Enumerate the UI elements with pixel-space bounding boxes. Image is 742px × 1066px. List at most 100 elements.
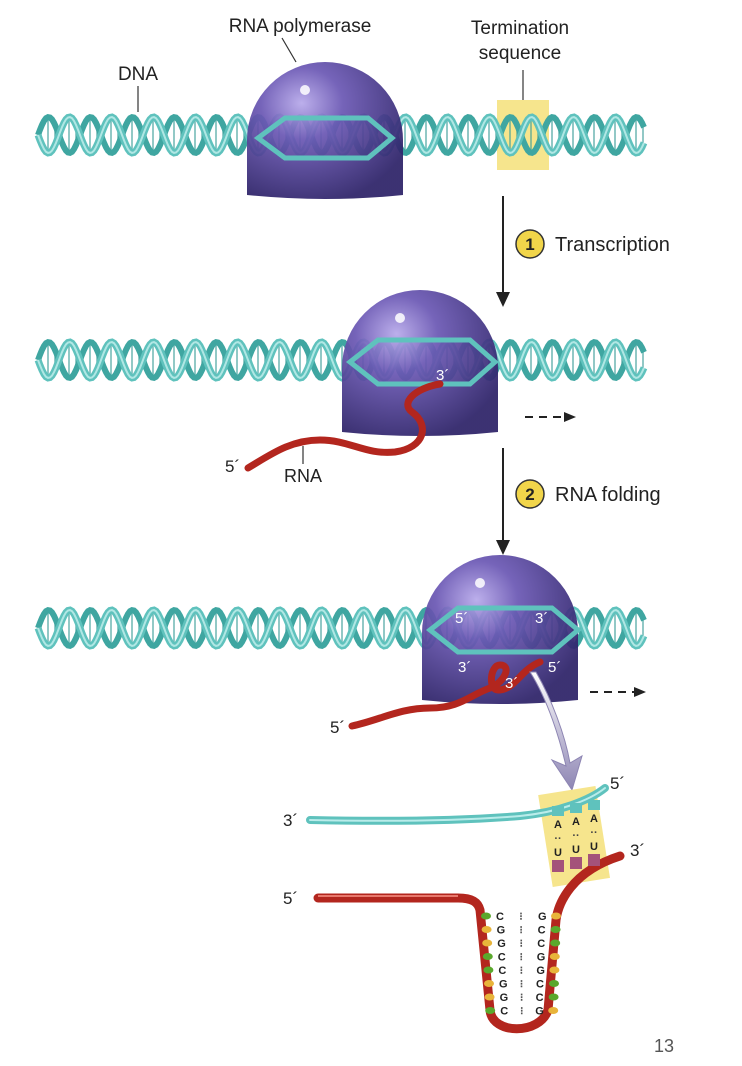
dna-label: DNA [118, 64, 158, 85]
rna-transcript-2 [244, 380, 444, 472]
page-number: 13 [654, 1036, 674, 1056]
bubble-3prime-bottom: 3´ [458, 659, 471, 676]
stem-left-base: C [498, 952, 506, 964]
bubble-3prime-top: 3´ [535, 610, 548, 627]
stem-left-base: C [498, 965, 506, 977]
rna-polymerase-3 [422, 555, 578, 704]
stem-right-nucleotide [549, 953, 560, 960]
termination-label-line1: Termination [471, 18, 569, 39]
polymerase-highlight [395, 313, 405, 323]
movement-arrow-2 [525, 412, 576, 422]
polymerase-dome [342, 290, 498, 436]
rna-polymerase-1 [247, 62, 403, 199]
stem-right-nucleotide [550, 939, 561, 947]
panel-initial: RNA polymerase DNA Termination sequence [34, 16, 648, 199]
stem-right-base: G [538, 911, 547, 923]
stem-left-nucleotide [481, 912, 491, 920]
step-2: 2 RNA folding [496, 448, 661, 555]
terminator-bottom-nucleotide [552, 860, 564, 872]
termination-label-line2: sequence [479, 43, 561, 64]
rna-polymerase-label: RNA polymerase [229, 16, 372, 37]
dna-helix-2 [34, 338, 648, 382]
polymerase-dome [422, 555, 578, 704]
step-2-number: 2 [525, 485, 534, 504]
polymerase-highlight [475, 578, 485, 588]
svg-text:⁝: ⁝ [520, 965, 524, 977]
movement-arrow-3 [590, 687, 646, 697]
stem-left-base: G [497, 938, 506, 950]
polymerase-dome [247, 62, 403, 199]
terminator-base-pairs: A··UA··UA··U [552, 800, 600, 872]
stem-right-base: C [536, 979, 544, 991]
stem-left-nucleotide [484, 980, 494, 987]
hairpin-5prime-label: 5´ [283, 889, 298, 908]
step-2-arrowhead [496, 540, 510, 555]
rna-5prime-2: 5´ [225, 457, 240, 476]
stem-left-nucleotide [485, 1007, 496, 1014]
svg-text:··: ·· [590, 827, 597, 839]
stem-right-nucleotide [549, 966, 560, 974]
svg-text:⁝: ⁝ [520, 952, 524, 964]
stem-right-nucleotide [548, 1007, 559, 1014]
step-2-badge [515, 479, 545, 509]
terminator-bottom-nucleotide [570, 857, 582, 869]
svg-text:⁝: ⁝ [520, 992, 524, 1004]
svg-text:⁝: ⁝ [519, 938, 523, 950]
stem-left-nucleotide [484, 993, 495, 1001]
rna-label: RNA [284, 466, 322, 486]
transcription-bubble-3 [425, 605, 582, 655]
svg-text:··: ·· [554, 833, 561, 845]
terminator-top-nucleotide [588, 800, 600, 810]
stem-right-nucleotide [548, 993, 559, 1001]
svg-text:⁝: ⁝ [520, 1006, 524, 1018]
rna-polymerase-2 [342, 290, 498, 436]
stem-right-base: G [535, 1006, 544, 1018]
terminator-bottom-base: U [590, 841, 598, 853]
stem-right-base: C [537, 938, 545, 950]
hairpin-detail: A··UA··UA··U C⁝GG⁝CG⁝CC⁝GC⁝GG⁝CG⁝CC⁝G 3´… [283, 774, 645, 1034]
terminator-top-base: A [572, 816, 580, 828]
rna-transcript-3 [348, 658, 544, 730]
stem-right-nucleotide [549, 980, 559, 987]
stem-left-base: C [500, 1006, 508, 1018]
bubble-5prime-top: 5´ [455, 610, 468, 627]
stem-left-base: C [496, 911, 504, 923]
step-1-number: 1 [525, 235, 534, 254]
stem-left-nucleotide [482, 953, 493, 960]
stem-right-nucleotide [550, 926, 561, 933]
stem-right-base: G [536, 965, 545, 977]
terminator-top-nucleotide [570, 803, 582, 813]
stem-right-base: G [537, 952, 546, 964]
transcription-bubble-2 [345, 337, 499, 387]
terminator-bottom-base: U [554, 847, 562, 859]
terminator-top-nucleotide [552, 806, 564, 816]
rna-3prime-2: 3´ [436, 367, 449, 384]
terminator-bottom-nucleotide [588, 854, 600, 866]
polymerase-highlight [300, 85, 310, 95]
stem-left-nucleotide [482, 939, 493, 947]
step-2-label: RNA folding [555, 484, 661, 506]
stem-left-nucleotide [483, 966, 494, 974]
svg-text:⁝: ⁝ [520, 979, 524, 991]
stem-left-base: G [500, 992, 509, 1004]
stem-right-nucleotide [551, 912, 561, 920]
svg-text:··: ·· [572, 830, 579, 842]
svg-text:⁝: ⁝ [519, 925, 523, 937]
stem-right-base: C [536, 992, 544, 1004]
stem-right-base: C [538, 925, 546, 937]
step-1-badge [515, 229, 545, 259]
panel-folding: 5´ 3´ 3´ 5´ 3´ 5´ [34, 555, 648, 792]
rna-5prime-3: 5´ [330, 718, 345, 737]
hairpin-rna [313, 851, 625, 1034]
dna-3prime-label: 3´ [283, 811, 298, 830]
panel-transcription: 3´ 5´ RNA [34, 290, 648, 486]
stem-left-base: G [497, 925, 506, 937]
stem-left-base: G [499, 979, 508, 991]
terminator-top-base: A [590, 813, 598, 825]
terminator-top-base: A [554, 819, 562, 831]
stem-base-pairs: C⁝GG⁝CG⁝CC⁝GC⁝GG⁝CG⁝CC⁝G [481, 911, 561, 1018]
hairpin-3prime-label: 3´ [630, 841, 645, 860]
dna-5prime-label: 5´ [610, 774, 625, 793]
rna-3prime-3: 3´ [505, 675, 518, 692]
